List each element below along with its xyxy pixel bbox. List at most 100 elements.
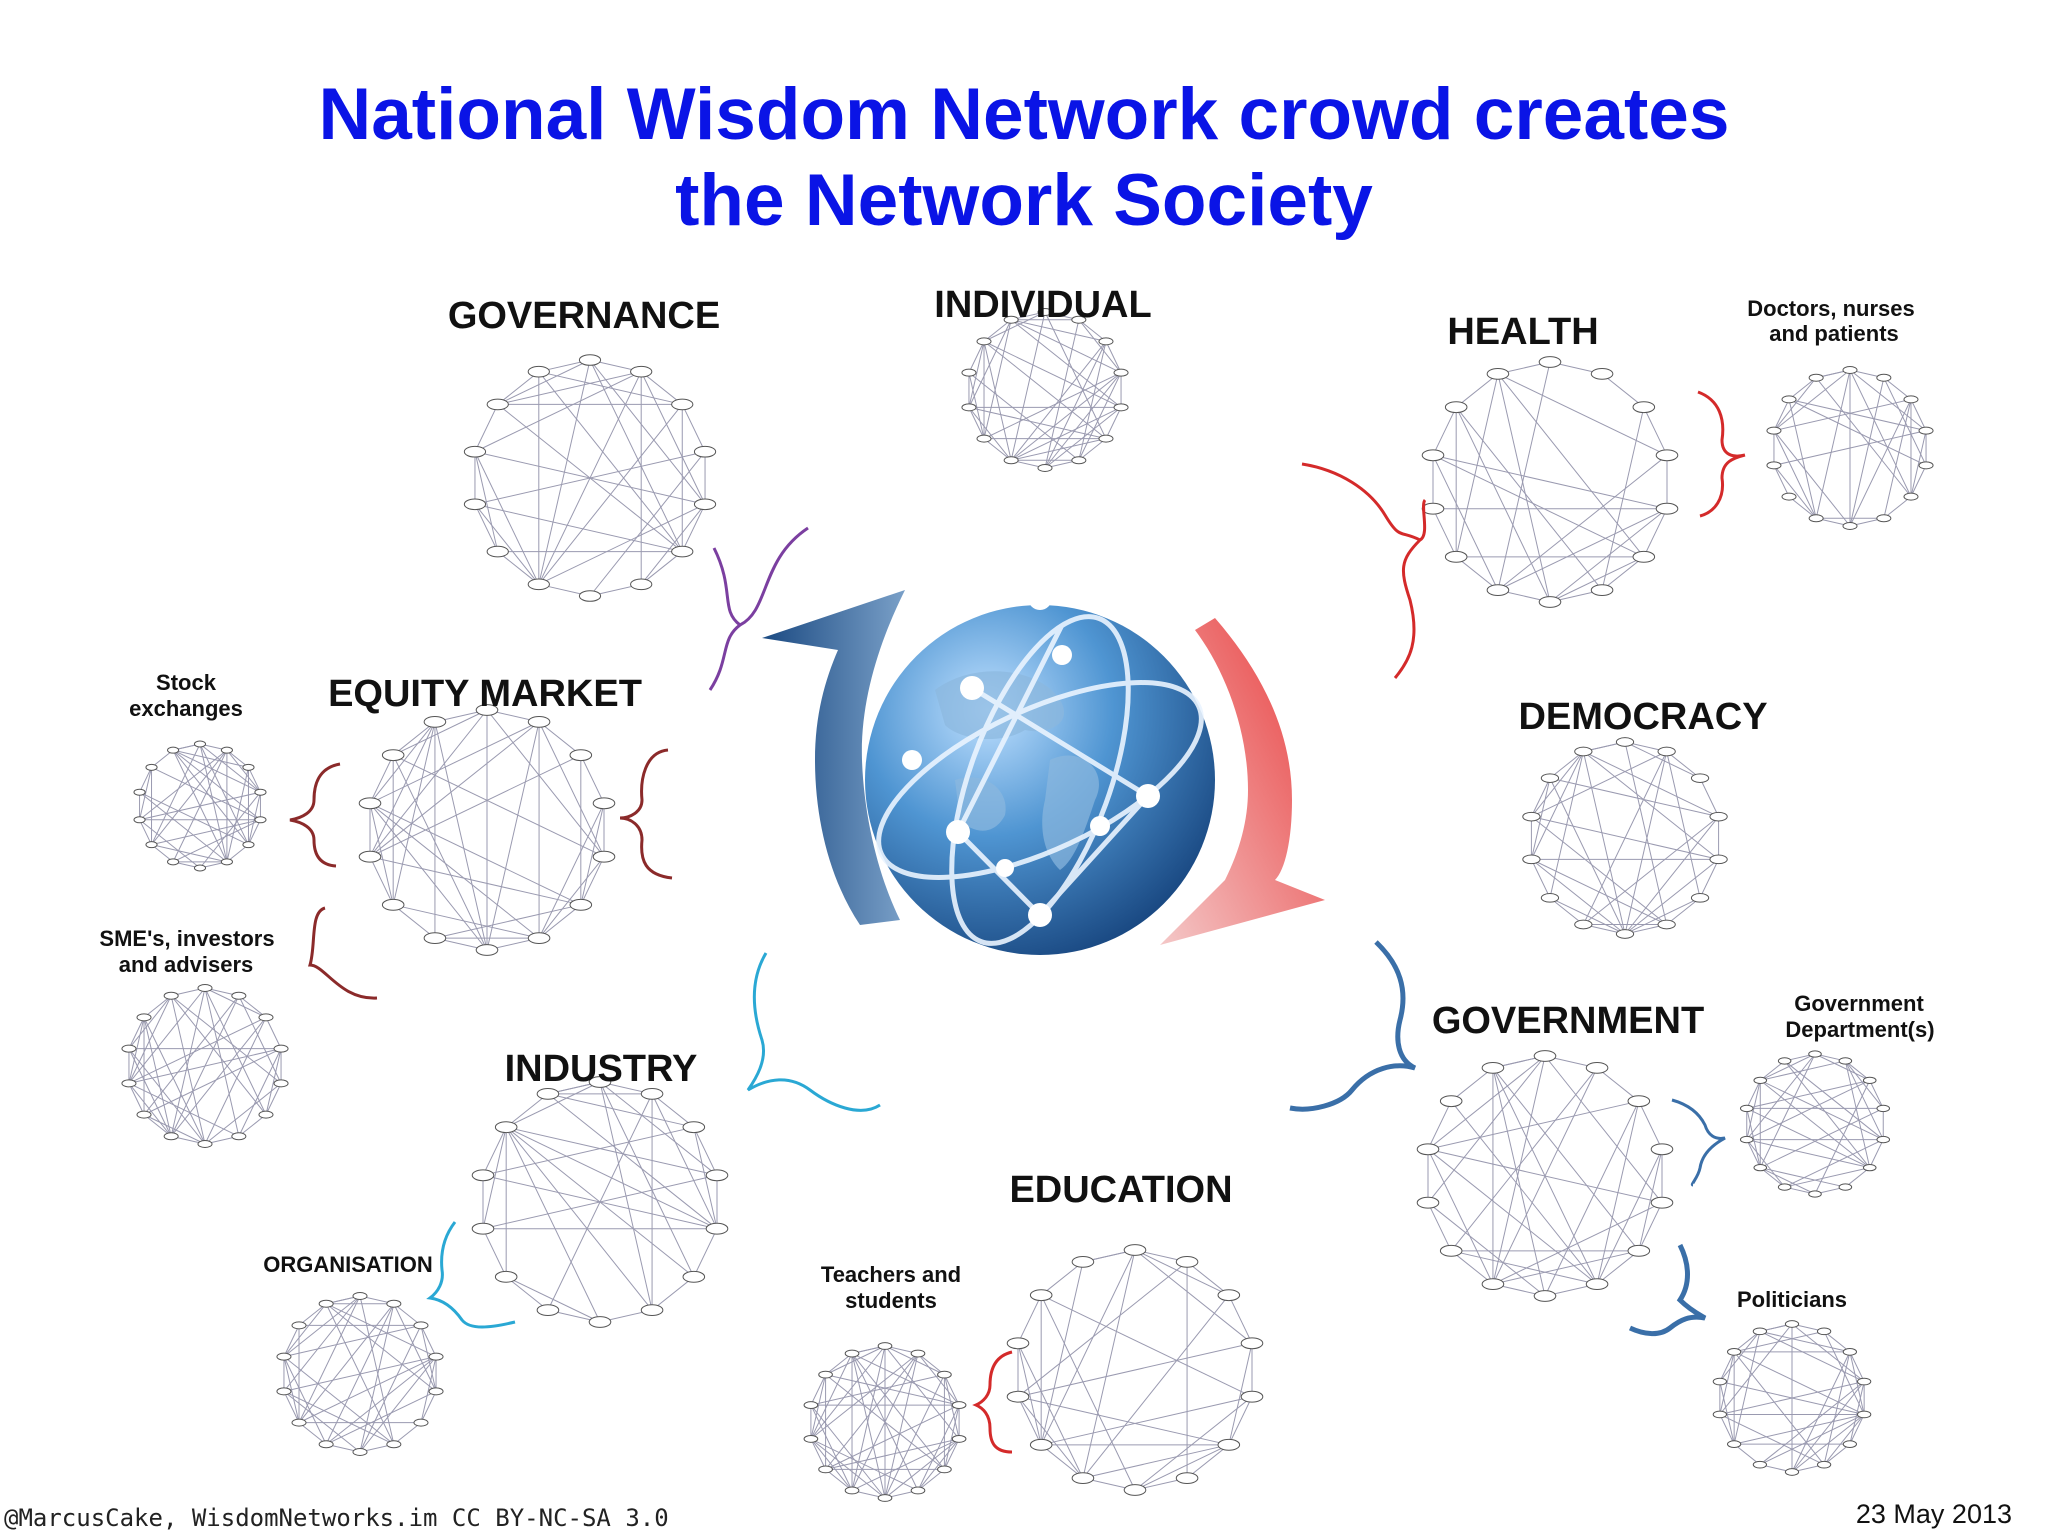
network-edge	[1011, 438, 1107, 461]
network-edge	[884, 1438, 960, 1499]
network-edge	[369, 856, 581, 906]
network-node	[1123, 1244, 1147, 1256]
network-edge	[143, 1114, 172, 1137]
network-node	[1540, 773, 1560, 783]
network-edge	[1105, 341, 1122, 373]
network-edge	[538, 721, 582, 756]
network-edge	[810, 1374, 945, 1406]
network-edge	[968, 407, 985, 439]
label-health: HEALTH	[1447, 311, 1598, 353]
network-node	[910, 1486, 926, 1495]
network-edge	[1450, 1067, 1598, 1252]
network-edge	[1791, 1381, 1865, 1473]
network-edge	[1078, 341, 1107, 461]
network-edge	[1759, 1381, 1865, 1466]
network-edge	[983, 319, 1012, 342]
network-edge	[1719, 1414, 1825, 1466]
network-edge	[151, 749, 228, 845]
network-edge	[1733, 1331, 1761, 1445]
network-node	[961, 403, 977, 412]
network-node	[1808, 373, 1824, 382]
network-node	[413, 1321, 429, 1330]
network-node	[1876, 514, 1892, 523]
network-edge	[369, 802, 488, 951]
network-node	[640, 1304, 664, 1317]
network-node	[1903, 395, 1919, 404]
network-edge	[1010, 311, 1046, 461]
network-node	[1421, 502, 1445, 515]
network-node	[1777, 1057, 1792, 1065]
network-node	[1590, 584, 1614, 597]
network-node	[1657, 919, 1676, 930]
network-node	[1615, 929, 1635, 939]
brace-health-sub	[1697, 390, 1746, 518]
network-node	[133, 788, 146, 796]
network-node	[1918, 426, 1934, 435]
network-edge	[420, 1391, 437, 1423]
label-sme-1: SME's, investors	[99, 926, 274, 951]
network-edge	[283, 1356, 300, 1423]
label-politicians: Politicians	[1737, 1287, 1847, 1312]
network-edge	[640, 371, 706, 505]
network-node	[1856, 1377, 1872, 1386]
network-node	[193, 864, 207, 872]
network-edge	[1017, 1396, 1042, 1446]
network-edge	[474, 451, 540, 585]
network-edge	[1531, 751, 1667, 818]
network-edge	[589, 359, 706, 505]
network-edge	[283, 1303, 327, 1357]
network-node	[381, 749, 405, 762]
network-edge	[810, 1353, 919, 1440]
network-edge	[170, 995, 206, 1145]
network-edge	[238, 995, 282, 1084]
network-edge	[1784, 1139, 1884, 1188]
network-edge	[1044, 406, 1122, 469]
labels: GOVERNANCE INDIVIDUAL HEALTH Doctors, nu…	[99, 284, 1934, 1313]
network-node	[1739, 1135, 1754, 1144]
network-edge	[1601, 556, 1645, 591]
network-edge	[143, 995, 240, 1115]
network-edge	[1759, 1167, 1785, 1188]
label-education-sub-2: students	[845, 1288, 937, 1313]
network-edge	[128, 1017, 145, 1084]
network-node	[273, 1044, 289, 1053]
network-edge	[1492, 1067, 1640, 1252]
network-edge	[1549, 777, 1719, 818]
label-gov-dept-1: Government	[1794, 991, 1924, 1016]
network-node	[910, 1349, 926, 1358]
network-edge	[139, 819, 201, 869]
network-edge	[505, 1126, 601, 1323]
network-edge	[1910, 430, 1927, 497]
brace-organisation	[426, 1221, 516, 1329]
network-node	[1486, 367, 1510, 380]
network-edge	[369, 802, 540, 939]
network-edge	[1719, 1414, 1735, 1445]
network-edge	[1549, 556, 1645, 603]
network-node	[121, 1044, 137, 1053]
network-edge	[538, 904, 582, 939]
network-edge	[1596, 1149, 1663, 1285]
title-line-2: the Network Society	[675, 160, 1373, 241]
network-edge	[1883, 377, 1912, 400]
network-node	[1739, 1104, 1754, 1113]
network-node	[1098, 337, 1114, 346]
network-edge	[1719, 1351, 1735, 1415]
network-edge	[1746, 1107, 1870, 1169]
network-node	[1522, 854, 1541, 865]
network-node	[358, 797, 382, 810]
network-edge	[1078, 319, 1122, 373]
brace-equity-sme	[307, 906, 378, 1000]
network-node	[428, 1387, 444, 1396]
network-edge	[298, 1303, 395, 1423]
network-edge	[1082, 1294, 1230, 1479]
network-node	[276, 1352, 292, 1361]
network-edge	[226, 749, 261, 793]
network-node	[231, 991, 247, 1000]
network-node	[1876, 1104, 1891, 1113]
network-edge	[369, 721, 436, 804]
network-edge	[298, 1422, 327, 1445]
network-node	[1842, 1348, 1858, 1356]
network-edge	[170, 987, 206, 1137]
network-node	[1071, 456, 1087, 465]
network-edge	[943, 1404, 960, 1470]
